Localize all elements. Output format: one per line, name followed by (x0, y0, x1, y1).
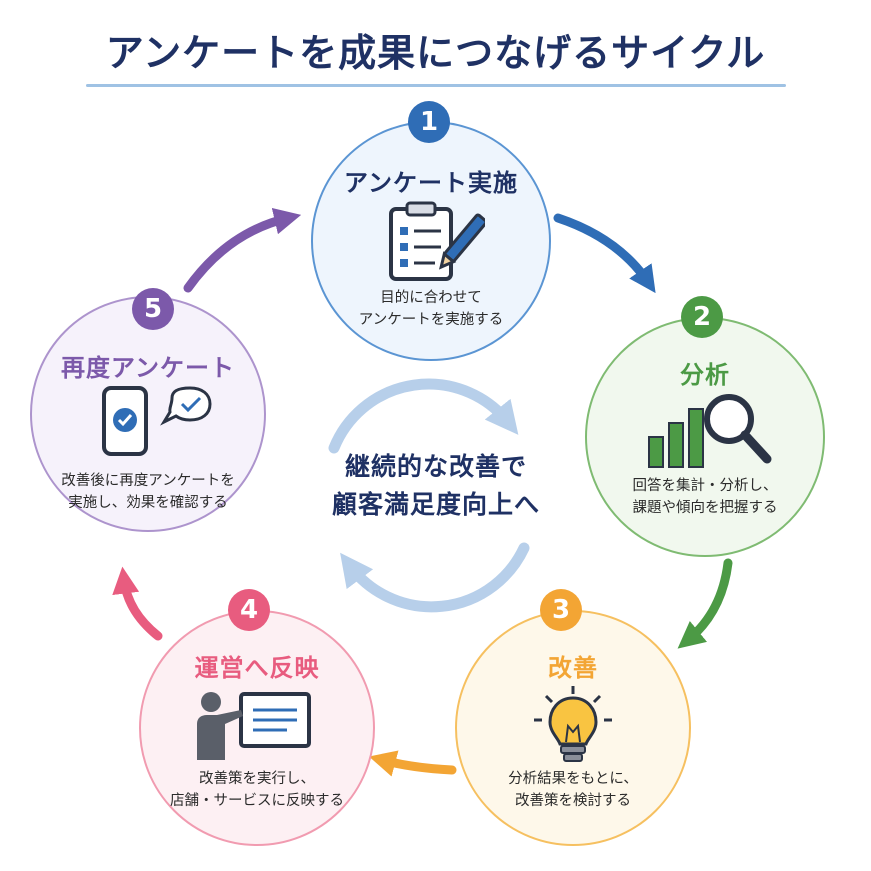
stage-2-analysis: 分析 回答を集計・分析し、 課題や傾向を把握する (585, 317, 825, 557)
presenter-board-icon (197, 692, 311, 760)
stage-2-desc-line2: 課題や傾向を把握する (632, 500, 778, 516)
stage-3-badge: 3 (540, 589, 582, 631)
arrow-2-to-3 (677, 558, 733, 649)
center-arrow-bottom (340, 542, 530, 613)
arrow-5-to-1 (183, 207, 302, 293)
stage-1-desc-line2: アンケートを実施する (358, 312, 504, 328)
stage-1-desc-line1: 目的に合わせて (380, 290, 482, 306)
stage-3-improvement: 改善 分析結果をもとに、 改善策を検討する (455, 610, 691, 846)
stage-3-desc-line1: 分析結果をもとに、 (508, 771, 638, 787)
stage-3-title: 改善 (548, 654, 598, 682)
stage-2-desc-line1: 回答を集計・分析し、 (632, 478, 778, 494)
stage-2-badge: 2 (681, 296, 723, 338)
stage-5-resurvey: 再度アンケート 改善後に再度アンケートを 実施し、効果を確認する (30, 296, 266, 532)
stage-5-badge: 5 (132, 288, 174, 330)
stage-4-title: 運営へ反映 (194, 654, 320, 682)
stage-4-desc-line1: 改善策を実行し、 (199, 771, 315, 787)
center-message: 継続的な改善で 顧客満足度向上へ (310, 448, 562, 524)
arrow-1-to-2 (553, 213, 656, 294)
stage-1-survey: アンケート実施 目的に合わせて アンケートを実施する (311, 121, 551, 361)
stage-4-desc-line2: 店舗・サービスに反映する (170, 793, 344, 809)
stage-5-title: 再度アンケート (60, 354, 236, 382)
arrow-4-to-5 (112, 566, 163, 641)
lightbulb-icon (534, 686, 612, 762)
center-line2: 顧客満足度向上へ (331, 490, 540, 519)
clipboard-pen-icon (389, 201, 485, 281)
stage-5-desc-line1: 改善後に再度アンケートを (61, 473, 235, 489)
smartphone-check-icon (102, 386, 212, 456)
bar-chart-magnifier-icon (648, 394, 772, 468)
stage-5-desc-line2: 実施し、効果を確認する (68, 495, 228, 511)
stage-3-desc-line2: 改善策を検討する (515, 793, 631, 809)
stage-4-badge: 4 (228, 589, 270, 631)
page-title: アンケートを成果につなげるサイクル (105, 31, 766, 75)
stage-2-title: 分析 (680, 361, 730, 389)
arrow-3-to-4 (368, 750, 457, 777)
center-line1: 継続的な改善で (344, 452, 527, 481)
center-arrow-top (328, 378, 519, 454)
stage-1-title: アンケート実施 (343, 169, 519, 197)
stage-4-operations: 運営へ反映 改善策を実行し、 店舗・サービスに反映する (139, 610, 375, 846)
stage-1-badge: 1 (408, 101, 450, 143)
title-underline (86, 84, 786, 87)
